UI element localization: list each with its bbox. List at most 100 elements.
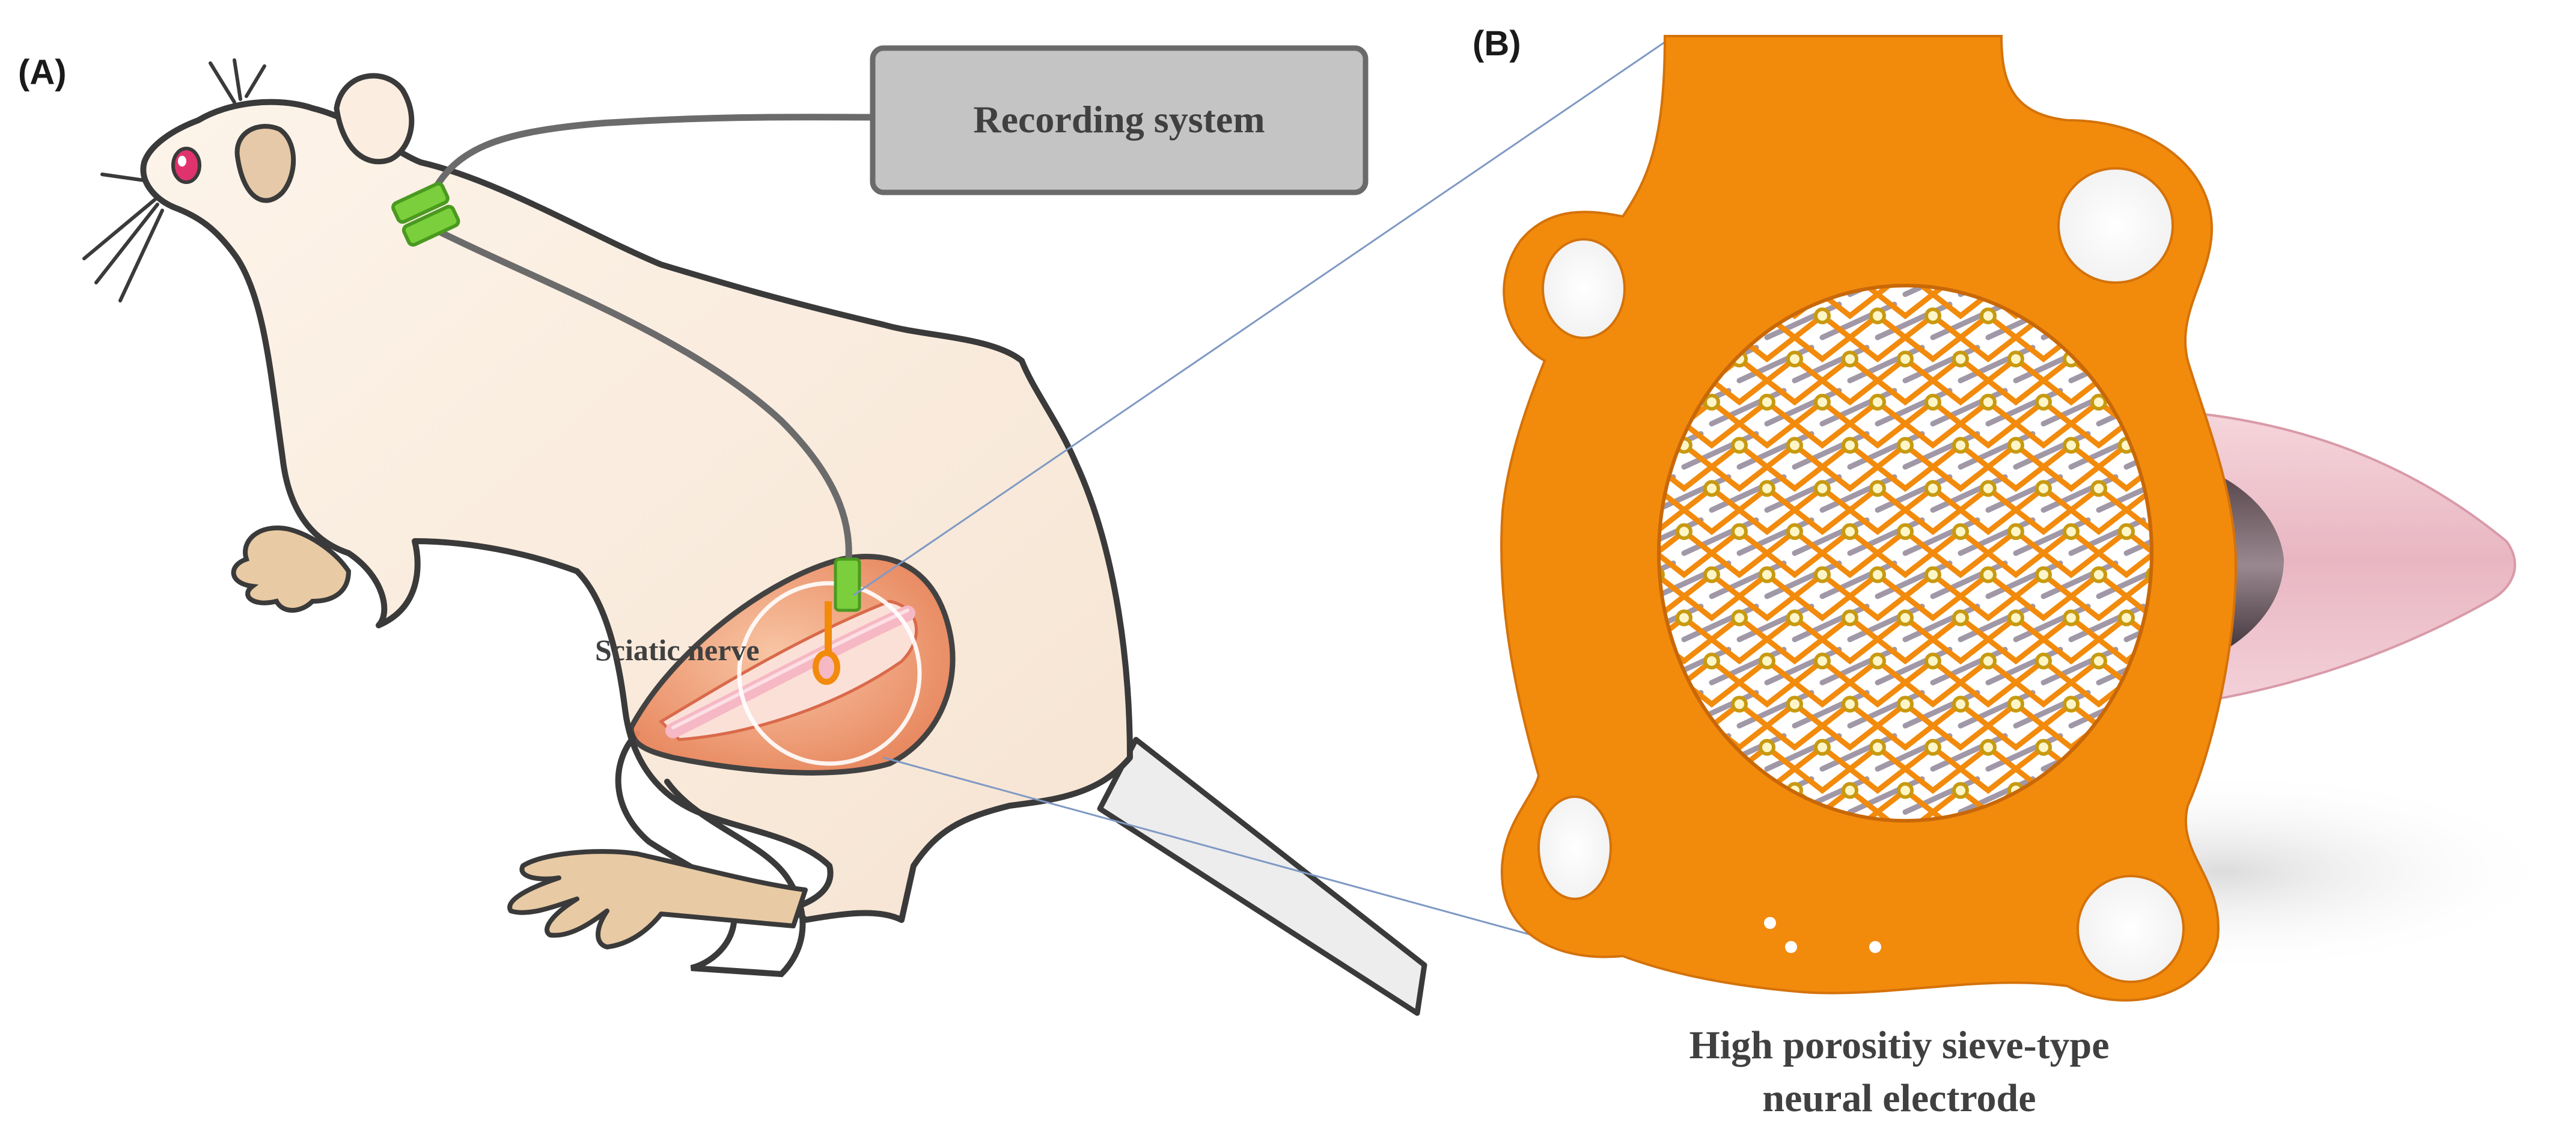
mesh-cell	[1707, 441, 1772, 492]
microchannel-fiber	[2265, 391, 2337, 424]
electrode-site-ring	[2230, 352, 2244, 366]
electrode-site-ring	[1786, 437, 1803, 454]
electrode-site-ring	[1759, 566, 1775, 583]
electrode-site-ring	[1897, 782, 1914, 799]
mesh-cell	[2094, 528, 2152, 578]
electrode-site-ring	[2203, 396, 2216, 409]
electrode-site-ring	[1703, 566, 1720, 583]
mesh-cell	[1928, 700, 1993, 751]
microchannel-fiber	[2123, 517, 2152, 556]
electrode-site-ring	[2118, 609, 2135, 627]
mesh-cell	[1873, 355, 1938, 406]
mesh-cell	[1679, 485, 1744, 535]
mesh-cell	[2011, 399, 2076, 449]
electrode-site-ring	[2035, 393, 2052, 411]
mesh-cell	[1956, 312, 2021, 363]
electrode-site-ring	[1980, 393, 1997, 411]
electrode-site-ring	[2258, 309, 2271, 322]
mesh-cell	[1818, 786, 1882, 821]
electrode-site-ring	[1869, 307, 1886, 325]
electrode-site-ring	[2118, 523, 2135, 541]
mesh-cell	[2039, 441, 2104, 492]
microchannel-fiber	[2237, 693, 2309, 726]
electrode-site-ring	[1869, 480, 1886, 497]
mesh-cell	[1762, 441, 1827, 492]
electrode-site-ring	[1842, 523, 1858, 541]
electrode-site-ring	[1869, 652, 1886, 670]
mesh-cell	[1679, 657, 1744, 708]
electrode-site-ring	[1924, 566, 1941, 583]
rat-eye-highlight	[178, 156, 186, 167]
electrode-site-ring	[1731, 523, 1748, 541]
rat-hind-leg	[615, 731, 806, 978]
electrode-site-ring	[1814, 480, 1831, 497]
electrode-site-ring	[1869, 393, 1886, 411]
recording-system-label: Recording system	[973, 98, 1265, 141]
mesh-cell	[2182, 316, 2237, 359]
mesh-cell	[1659, 571, 1689, 622]
microchannel-fiber	[2209, 304, 2281, 337]
electrode-site-ring	[2035, 480, 2052, 497]
mesh-cell	[1900, 744, 1965, 794]
mesh-cell	[1873, 441, 1938, 492]
microchannel-fiber	[2265, 304, 2337, 337]
mesh-cell	[1983, 528, 2048, 578]
mesh-cell	[2209, 359, 2265, 402]
electrode-site-ring	[2063, 696, 2080, 713]
electrode-site-ring	[2090, 566, 2107, 583]
electrode-site-ring	[1924, 738, 1941, 756]
electrode-site-ring	[1676, 523, 1692, 541]
mesh-cell	[1928, 528, 1993, 578]
mesh-cell	[2039, 700, 2104, 751]
electrode-site-ring	[1952, 696, 1969, 713]
electrode-site-ring	[1703, 393, 1720, 411]
mesh-cell	[1983, 441, 2048, 492]
panel-b-label: (B)	[1473, 24, 1521, 63]
electrode-site-ring	[1897, 696, 1914, 713]
electrode-site-ring	[1786, 351, 1803, 368]
electrode-site-ring	[1759, 393, 1775, 411]
electrode-site-ring	[2258, 396, 2271, 409]
electrode-caption-line1: High porositiy sieve-type	[1689, 1023, 2109, 1067]
microchannel-fiber	[2265, 736, 2337, 769]
mesh-cell	[1659, 485, 1689, 535]
electrode-site-ring	[1814, 307, 1831, 325]
panel-b: (B) High porositiy sieve-type neural ele…	[1473, 24, 2560, 1120]
electrode-site-ring	[2007, 437, 2024, 454]
electrode-site-ring	[1952, 351, 1969, 368]
mesh-cell	[1735, 399, 1799, 449]
microchannel-fiber	[2237, 348, 2309, 381]
head-connector	[391, 182, 460, 247]
electrode-site-ring	[1897, 437, 1914, 454]
electrode-site-ring	[1814, 566, 1831, 583]
mesh-cell	[2039, 614, 2104, 665]
mesh-cell	[1845, 657, 1910, 708]
mesh-cell	[1956, 485, 2021, 535]
mesh-cell	[1928, 441, 1993, 492]
recording-cable-body	[429, 225, 852, 575]
electrode-site-ring	[1980, 566, 1997, 583]
mesh-cell	[1707, 614, 1772, 665]
mesh-cell	[1900, 657, 1965, 708]
electrode-site-ring	[1814, 393, 1831, 411]
pin-hole-2	[1785, 941, 1797, 953]
rat-body	[140, 99, 1133, 923]
mesh-cell	[1707, 700, 1772, 751]
electrode-site-ring	[2063, 523, 2080, 541]
electrode-site-ring	[2063, 437, 2080, 454]
electrode-site-ring	[2035, 566, 2052, 583]
mesh-cell	[1845, 399, 1910, 449]
microchannel-fiber	[2096, 474, 2152, 513]
mesh-cell	[2122, 485, 2152, 535]
electrode-site-ring	[1842, 782, 1858, 799]
sieve-window-rim	[1657, 284, 2153, 823]
mesh-cell	[1679, 571, 1744, 622]
mesh-cell	[2011, 571, 2076, 622]
mesh-cell	[2011, 657, 2076, 708]
electrode-site-ring	[1786, 609, 1803, 627]
mesh-cell	[1983, 614, 2048, 665]
mesh-cell	[1818, 614, 1882, 665]
electrode-site-ring	[2203, 309, 2216, 322]
leader-line-top	[853, 41, 1665, 596]
